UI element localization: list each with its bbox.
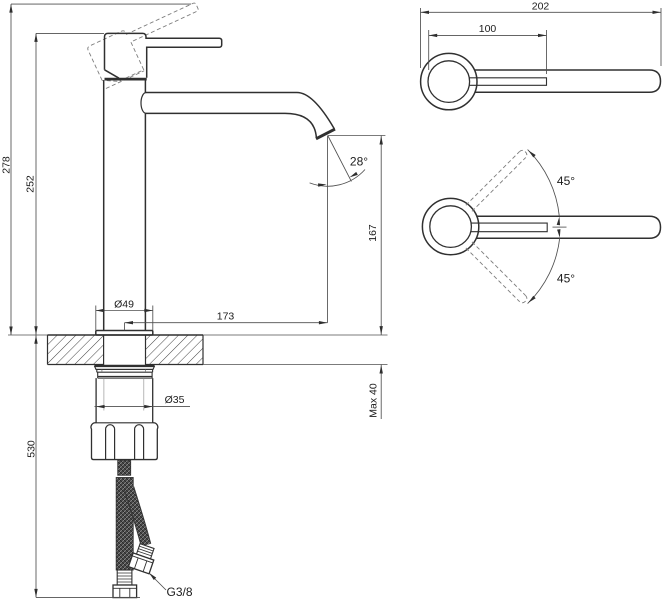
- svg-text:252: 252: [25, 175, 37, 193]
- svg-text:278: 278: [1, 156, 13, 174]
- svg-text:45°: 45°: [557, 272, 575, 286]
- svg-text:100: 100: [479, 23, 497, 35]
- svg-text:G3/8: G3/8: [167, 585, 193, 599]
- svg-text:530: 530: [26, 440, 38, 458]
- svg-text:202: 202: [532, 1, 550, 13]
- svg-text:173: 173: [217, 311, 235, 323]
- svg-text:28°: 28°: [350, 155, 368, 169]
- svg-text:Max 40: Max 40: [368, 383, 380, 418]
- svg-text:45°: 45°: [557, 174, 575, 188]
- svg-text:Ø35: Ø35: [165, 394, 185, 406]
- svg-text:167: 167: [367, 224, 379, 242]
- svg-text:Ø49: Ø49: [114, 298, 134, 310]
